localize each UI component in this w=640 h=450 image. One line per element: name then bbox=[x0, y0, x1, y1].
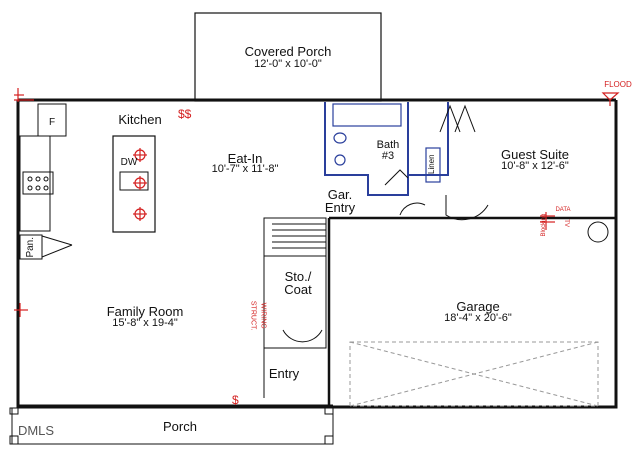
pantry-outline bbox=[19, 234, 43, 260]
ceiling-light-icon bbox=[133, 148, 147, 162]
cooktop bbox=[22, 171, 54, 195]
flood-label: FLOOD bbox=[604, 80, 632, 89]
gar-entry-label-1: Gar. bbox=[327, 187, 353, 202]
covered-porch-label: Covered Porch bbox=[244, 44, 332, 59]
bath-number: #3 bbox=[381, 150, 395, 162]
porch-label: Porch bbox=[163, 419, 197, 434]
linen-closet bbox=[425, 147, 441, 183]
toilet bbox=[333, 132, 347, 144]
gar-entry-door bbox=[445, 195, 489, 221]
exterior-wall-right bbox=[333, 100, 618, 409]
porch-outline bbox=[11, 408, 334, 445]
garage-label: Garage bbox=[456, 299, 500, 314]
switch-icon: $$ bbox=[178, 107, 192, 121]
kitchen-label: Kitchen bbox=[118, 112, 162, 127]
tv-label: TV bbox=[563, 219, 570, 227]
covered-porch-dims: 12'-0" x 10'-0" bbox=[254, 58, 322, 70]
bathtub bbox=[332, 103, 402, 127]
water-heater bbox=[587, 221, 609, 243]
kitchen-counter bbox=[19, 135, 51, 232]
fridge bbox=[37, 103, 67, 137]
structured-wiring-label: WIRING bbox=[259, 302, 267, 329]
family-room-label: Family Room bbox=[106, 304, 184, 319]
kitchen-island bbox=[112, 135, 156, 233]
guest-suite-dims: 10'-8" x 12'-6" bbox=[501, 160, 569, 172]
guest-suite-label: Guest Suite bbox=[501, 147, 569, 162]
switch-icon: $ bbox=[232, 393, 239, 407]
garage-dims: 18'-4" x 20'-6" bbox=[444, 312, 512, 324]
sink bbox=[334, 154, 346, 166]
exterior-wall bbox=[16, 100, 333, 408]
storage-label-2: Coat bbox=[284, 282, 312, 297]
outlet-icon bbox=[14, 88, 34, 102]
ceiling-light-icon bbox=[133, 207, 147, 221]
storage-label-1: Sto./ bbox=[284, 269, 312, 284]
bath-label: Bath bbox=[376, 139, 400, 151]
eat-in-label: Eat-In bbox=[227, 151, 263, 166]
svg-text:$$: $$ bbox=[178, 107, 192, 121]
eat-in-dims: 10'-7" x 11'-8" bbox=[211, 163, 279, 175]
linen-label: Linen bbox=[426, 154, 436, 174]
guest-door bbox=[384, 169, 409, 186]
outlet-icon bbox=[14, 303, 28, 317]
data-outlet-icon bbox=[540, 212, 555, 230]
garage-car-outline bbox=[349, 341, 599, 407]
gar-entry-label-2: Entry bbox=[324, 200, 356, 215]
dishwasher-label: DW bbox=[120, 157, 138, 168]
data-label: DATA bbox=[555, 207, 571, 213]
fridge-label: F bbox=[48, 117, 56, 128]
pantry-label: Pan. bbox=[24, 236, 36, 258]
flood-light-icon bbox=[601, 92, 620, 106]
family-room-dims: 15'-8" x 19-4" bbox=[112, 317, 178, 329]
entry-label: Entry bbox=[268, 366, 300, 381]
blocking-label: Blocking bbox=[540, 213, 547, 237]
island-sink bbox=[119, 171, 149, 191]
dmls-watermark: DMLS bbox=[17, 423, 55, 438]
bath-walls bbox=[324, 102, 449, 196]
structured-label: STRUCT. bbox=[249, 300, 257, 331]
svg-text:$: $ bbox=[232, 393, 239, 407]
ceiling-light-icon bbox=[133, 176, 147, 190]
